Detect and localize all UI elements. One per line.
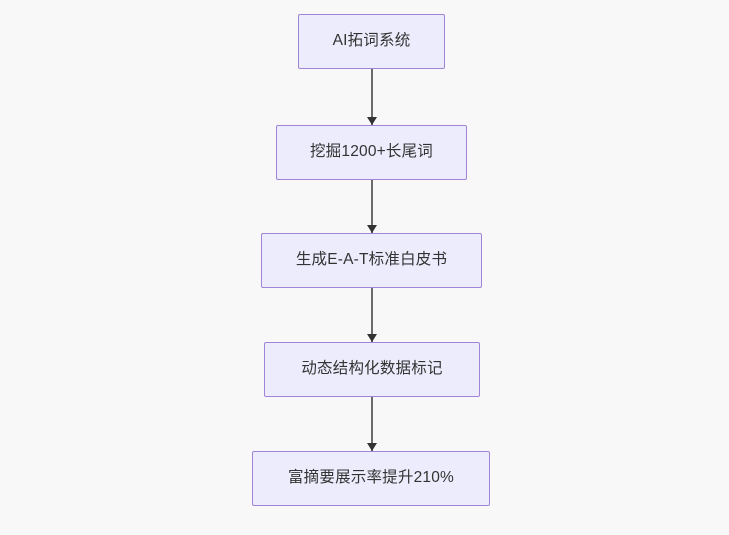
edge-line (371, 288, 373, 342)
flow-node-rich-snippet-rate-increase[interactable]: 富摘要展示率提升210% (252, 451, 490, 506)
arrowhead-icon (366, 443, 377, 451)
arrowhead-icon (366, 117, 377, 125)
flow-node-ai-keyword-system[interactable]: AI拓词系统 (298, 14, 445, 69)
flow-node-dynamic-structured-data-markup[interactable]: 动态结构化数据标记 (264, 342, 480, 397)
flow-node-mine-longtail-keywords[interactable]: 挖掘1200+长尾词 (276, 125, 467, 180)
arrowhead-icon (366, 225, 377, 233)
flow-node-label: AI拓词系统 (332, 32, 411, 50)
flow-node-label: 生成E-A-T标准白皮书 (295, 251, 448, 269)
edge-line (371, 69, 373, 125)
flow-node-generate-eat-whitepaper[interactable]: 生成E-A-T标准白皮书 (261, 233, 482, 288)
edge-line (371, 180, 373, 233)
flow-node-label: 富摘要展示率提升210% (287, 469, 455, 487)
flow-node-label: 挖掘1200+长尾词 (309, 143, 434, 161)
arrowhead-icon (366, 334, 377, 342)
edge-line (371, 397, 373, 451)
flow-node-label: 动态结构化数据标记 (301, 360, 443, 378)
